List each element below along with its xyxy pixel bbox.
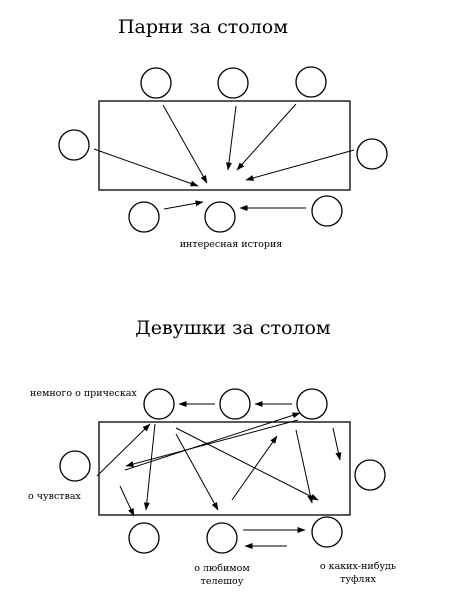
tv-caption-line1: о любимом — [194, 563, 250, 574]
girl-seat-top-middle — [219, 388, 251, 420]
girl-seat-left — [59, 450, 91, 482]
arrow — [236, 103, 297, 171]
arrow — [125, 419, 299, 467]
arrow — [295, 429, 314, 504]
boy-seat-bottom-right — [311, 195, 343, 227]
girl-seat-top-left — [143, 388, 175, 420]
arrow — [119, 485, 135, 517]
boys-table — [98, 100, 351, 191]
arrow — [93, 148, 199, 187]
boy-seat-bottom-left — [128, 201, 160, 233]
girl-seat-bottom-right — [311, 516, 343, 548]
arrow — [225, 105, 237, 171]
arrow — [175, 427, 319, 501]
boy-seat-left — [58, 129, 90, 161]
girl-seat-bottom-left — [128, 522, 160, 554]
girls-title: Девушки за столом — [135, 317, 331, 339]
arrow — [143, 423, 156, 511]
girls-table — [98, 421, 351, 516]
boy-seat-top-middle — [217, 67, 249, 99]
feelings-caption: о чувствах — [28, 491, 82, 502]
shoes-caption-line2: туфлях — [340, 574, 376, 585]
girls-arrows — [96, 401, 342, 549]
boy-seat-right — [356, 138, 388, 170]
arrow — [162, 104, 208, 184]
arrow — [96, 423, 151, 477]
arrow — [175, 433, 219, 511]
girl-seat-top-right — [296, 388, 328, 420]
arrow — [231, 435, 278, 501]
boys-title: Парни за столом — [118, 16, 288, 38]
boys-panel: Парни за столом интересная история — [58, 16, 388, 250]
arrow — [332, 427, 342, 461]
arrow — [124, 412, 301, 471]
boys-arrows — [93, 103, 355, 211]
boy-seat-top-right — [295, 66, 327, 98]
girls-panel: Девушки за столом немного о прическах — [28, 317, 396, 587]
story-caption: интересная история — [180, 239, 283, 250]
arrow — [245, 149, 355, 181]
boy-seat-top-left — [140, 67, 172, 99]
tv-caption-line2: телешоу — [201, 576, 244, 587]
arrow — [163, 200, 204, 210]
girl-seat-right — [354, 459, 386, 491]
shoes-caption-line1: о каких-нибудь — [320, 561, 396, 572]
hair-caption: немного о прическах — [30, 388, 137, 399]
boy-storyteller-seat — [204, 201, 236, 233]
girl-seat-bottom-middle — [206, 522, 238, 554]
